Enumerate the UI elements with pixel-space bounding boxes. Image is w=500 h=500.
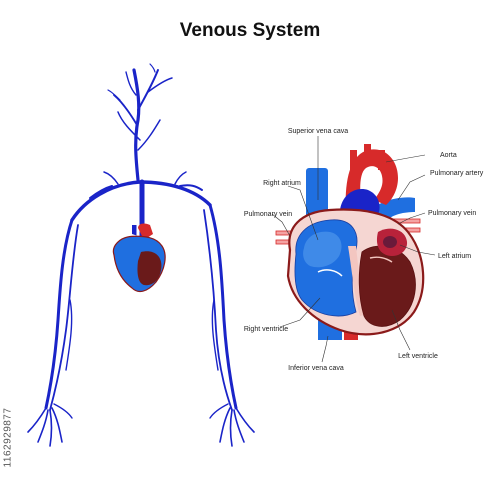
label-right-atrium: Right atrium — [263, 180, 301, 187]
right-hand-finger-1 — [235, 407, 255, 433]
mitral-valve — [369, 256, 393, 263]
left-hand-finger-1 — [27, 407, 47, 433]
heart-detail — [275, 144, 425, 340]
right-hand-finger-5 — [209, 403, 229, 419]
shoulder-vein-right-1 — [179, 184, 203, 191]
aorta-branch-3 — [378, 150, 385, 170]
leader-left-atrium — [399, 244, 436, 256]
heart-labels: Superior vena cava Aorta Right atrium Pu… — [244, 128, 484, 372]
leader-left-ventricle — [391, 309, 411, 351]
leader-pulmonary-artery — [397, 174, 426, 201]
shoulder-vein-left-2 — [103, 171, 119, 185]
aorta-branch-1 — [350, 150, 357, 172]
label-left-ventricle: Left ventricle — [398, 353, 438, 360]
neck-vein-main — [132, 68, 141, 182]
neck-vein-branch-4 — [125, 71, 137, 96]
shoulder-vein-left-1 — [89, 185, 113, 199]
shoulder-vein-right-2 — [174, 171, 187, 185]
label-pulmonary-vein-right: Pulmonary vein — [428, 210, 476, 217]
right-arm-vein-3 — [211, 299, 219, 371]
small-heart-ventricle — [137, 251, 162, 286]
left-hand-finger-5 — [53, 403, 73, 419]
neck-vein-branch-6 — [137, 119, 161, 151]
leader-pulmonary-vein-left — [271, 213, 291, 237]
neck-vein-branch-8 — [107, 89, 121, 101]
label-aorta: Aorta — [440, 152, 457, 159]
right-hand-finger-4 — [219, 407, 231, 443]
small-heart-artery — [132, 225, 137, 236]
aorta-branch-2 — [364, 144, 371, 162]
neck-vein-branch-2 — [137, 69, 159, 111]
leader-lines — [271, 136, 436, 363]
page-title: Venous System — [179, 20, 321, 41]
label-inferior-vena-cava: Inferior vena cava — [288, 365, 344, 372]
label-pulmonary-artery: Pulmonary artery — [430, 170, 484, 177]
label-superior-vena-cava: Superior vena cava — [288, 128, 348, 135]
leader-aorta — [385, 154, 426, 163]
right-hand-finger-3 — [229, 409, 233, 447]
leader-inferior-vena-cava — [321, 335, 329, 363]
left-hand-finger-3 — [49, 409, 53, 447]
neck-vein-branch-7 — [149, 63, 156, 73]
left-hand-finger-4 — [51, 407, 63, 443]
right-arm-vein-1 — [208, 203, 238, 410]
leader-pulmonary-vein-right — [397, 212, 426, 225]
neck-vein-branch-3 — [147, 77, 173, 93]
left-arm-vein-2 — [49, 224, 79, 411]
label-left-atrium: Left atrium — [438, 253, 471, 260]
label-pulmonary-vein-left: Pulmonary vein — [244, 211, 292, 218]
right-atrium-inner — [303, 231, 342, 268]
leader-right-ventricle — [279, 297, 321, 328]
right-arm-vein-2 — [203, 209, 233, 411]
stock-id: 1162929877 — [2, 407, 14, 468]
neck-vein-branch-5 — [117, 111, 141, 141]
small-heart — [112, 223, 166, 293]
label-right-ventricle: Right ventricle — [244, 326, 288, 333]
left-arm-vein-3 — [65, 299, 73, 371]
leader-right-atrium — [287, 185, 319, 241]
tricuspid-valve — [317, 269, 343, 277]
small-heart-aorta — [138, 223, 153, 240]
left-hand-finger-2 — [37, 409, 49, 443]
right-hand-finger-2 — [233, 409, 245, 443]
left-atrium-inner — [383, 236, 397, 248]
left-arm-vein-1 — [44, 218, 74, 410]
neck-vein-branch-1 — [113, 94, 138, 126]
